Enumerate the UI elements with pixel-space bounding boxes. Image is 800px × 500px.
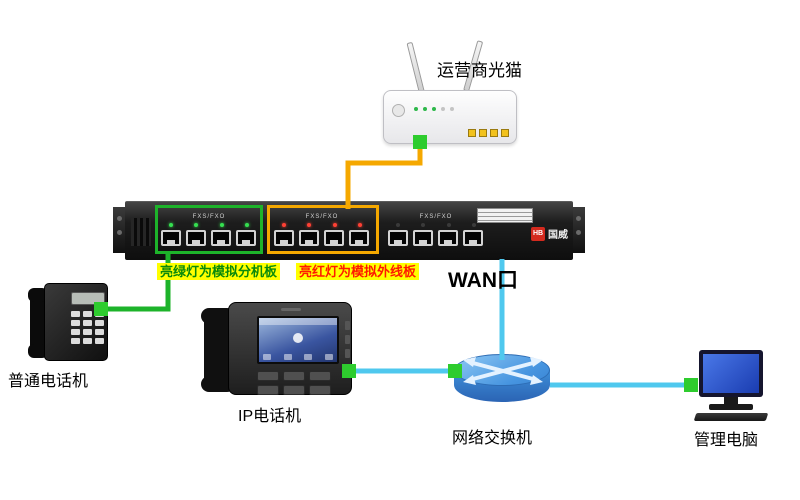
phone-display [71, 292, 105, 305]
optical-modem [383, 38, 519, 146]
rj45-port-icon [413, 230, 433, 246]
brand-mark: HB [531, 226, 545, 241]
led-row [272, 223, 372, 227]
led-row [414, 107, 454, 111]
led-icon [244, 223, 249, 227]
led-icon [423, 107, 427, 111]
modem-label: 运营商光猫 [437, 61, 522, 80]
rj45-ports [159, 230, 259, 246]
extension-board-outline [155, 205, 263, 254]
screen-statusbar [259, 318, 337, 325]
phone-body [228, 302, 352, 395]
rj45-port-icon [161, 230, 181, 246]
brand-name: 国威 [548, 230, 568, 241]
analog-phone-label: 普通电话机 [8, 373, 89, 390]
led-icon [194, 223, 199, 227]
led-icon [396, 223, 400, 227]
led-icon [414, 107, 418, 111]
led-icon [471, 223, 476, 227]
vent-grille [131, 218, 151, 246]
screen-dock [263, 354, 333, 360]
monitor-base [709, 404, 753, 410]
switch-label: 网络交换机 [452, 430, 533, 447]
monitor-screen [703, 354, 759, 393]
rj45-port-icon [186, 230, 206, 246]
pbx-chassis: FXS/FXO FXS/FXO FXS/FXO [125, 201, 573, 260]
rj45-port-icon [324, 230, 344, 246]
management-computer [693, 350, 769, 424]
trunk-board-outline [267, 205, 379, 254]
switch-arrows-icon [463, 357, 543, 385]
rack-ear [572, 207, 585, 253]
trunk-board-text: 亮红灯为模拟外线板 [296, 263, 420, 280]
rj45-ports [386, 230, 486, 246]
rack-ear [113, 207, 126, 253]
led-icon [421, 223, 426, 227]
keypad [71, 311, 104, 344]
network-switch [452, 353, 552, 413]
power-button-icon [392, 104, 405, 117]
rj45-port-icon [479, 129, 487, 137]
monitor [699, 350, 763, 397]
keyboard [693, 413, 769, 421]
rj45-port-icon [236, 230, 256, 246]
rj45-port-icon [438, 230, 458, 246]
screen-button-icon [293, 332, 303, 343]
port-group-trunk: FXS/FXO [272, 214, 372, 246]
brand-logo: HB 国威 [531, 226, 568, 241]
led-icon [307, 223, 312, 227]
rj45-port-icon [349, 230, 369, 246]
port-group-label: FXS/FXO [192, 214, 226, 220]
led-icon [169, 223, 173, 227]
led-icon [432, 107, 436, 111]
port-group-spare: FXS/FXO [386, 214, 486, 246]
rj45-port-icon [490, 129, 498, 137]
antenna-icon [406, 41, 425, 94]
rj45-ports [272, 230, 372, 246]
ip-phone [201, 300, 352, 397]
rj45-port-icon [274, 230, 294, 246]
ip-phone-label: IP电话机 [238, 408, 302, 425]
pbx-gateway: FXS/FXO FXS/FXO FXS/FXO [113, 200, 585, 260]
rj45-port-icon [211, 230, 231, 246]
rj45-port-icon [468, 129, 476, 137]
port-group-label: FXS/FXO [419, 214, 453, 220]
phone-body [44, 283, 108, 361]
led-icon [332, 223, 337, 227]
led-row [159, 223, 259, 227]
led-icon [450, 107, 454, 111]
extension-board-text: 亮绿灯为模拟分机板 [157, 263, 281, 280]
monitor-stand [724, 397, 738, 404]
phone-screen [257, 316, 339, 364]
rj45-port-icon [463, 230, 483, 246]
handset-icon [201, 308, 235, 392]
modem-body [383, 90, 517, 144]
extension-board-label: 亮绿灯为模拟分机板 [157, 261, 281, 281]
wan-port-label: WAN口 [448, 269, 518, 292]
keypad [257, 371, 331, 395]
led-icon [357, 223, 362, 227]
handset-icon [28, 288, 48, 358]
pc-label: 管理电脑 [694, 432, 759, 449]
rj45-port-icon [501, 129, 509, 137]
led-icon [282, 223, 286, 227]
led-icon [441, 107, 445, 111]
rj45-port-icon [388, 230, 408, 246]
ethernet-ports [468, 129, 509, 137]
led-row [386, 223, 486, 227]
led-icon [446, 223, 451, 227]
led-icon [219, 223, 224, 227]
rj45-port-icon [299, 230, 319, 246]
analog-phone [28, 283, 108, 363]
device-label-sticker [477, 208, 533, 223]
port-group-extension: FXS/FXO [159, 214, 259, 246]
port-group-label: FXS/FXO [305, 214, 339, 220]
trunk-board-label: 亮红灯为模拟外线板 [296, 261, 420, 281]
side-buttons [345, 321, 350, 358]
speaker-grille [281, 308, 301, 311]
switch-top [454, 354, 550, 386]
